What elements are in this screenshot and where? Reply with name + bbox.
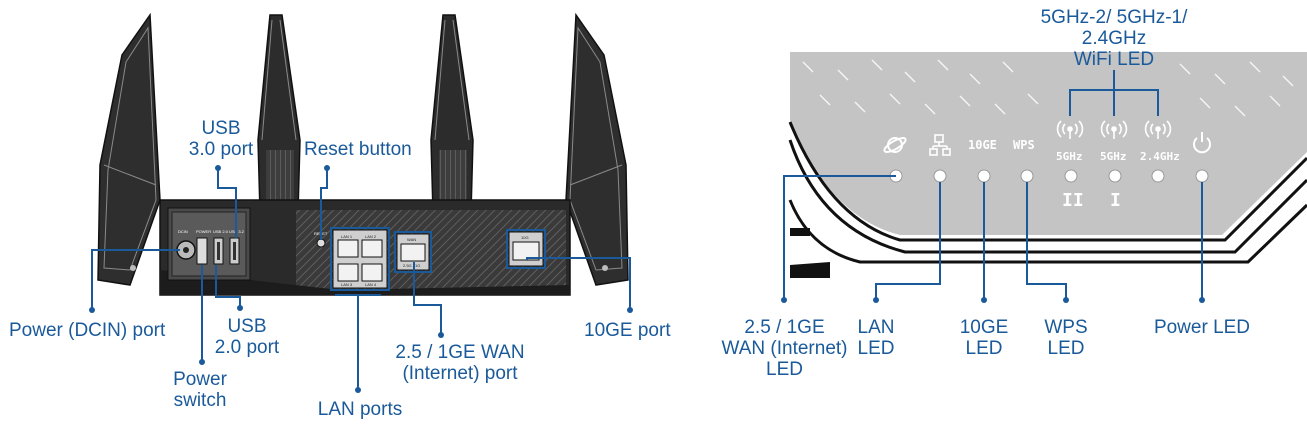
power-switch-shape	[196, 237, 208, 265]
panel-text-lan3: LAN 3	[341, 282, 353, 287]
led-callout-lines	[783, 70, 1203, 300]
panel-text-usb20: USB 2.0	[213, 229, 229, 234]
antenna-left-outer	[97, 12, 161, 286]
label-power-switch: Power switch	[173, 369, 227, 411]
panel-text-power: POWER	[196, 229, 211, 234]
led-panel-view: 10GE WPS 5GHz 5GHz 2.4GHz II I	[781, 52, 1307, 303]
label-wifi-led: 5GHz-2/ 5GHz-1/ 2.4GHz WiFi LED	[1040, 7, 1188, 70]
label-reset-button: Reset button	[304, 139, 412, 160]
led-text-5g1: 5GHz	[1100, 150, 1127, 163]
lan-port-2	[361, 239, 383, 258]
led-dots	[889, 169, 1209, 183]
led-text-24g: 2.4GHz	[1140, 150, 1180, 163]
led-text-wps: WPS	[1013, 138, 1035, 152]
led-lan	[933, 169, 947, 183]
panel-ports	[176, 229, 544, 289]
reset-button-shape	[316, 238, 326, 248]
label-lan-ports: LAN ports	[317, 399, 403, 420]
router-callout-lines	[91, 168, 631, 390]
panel-text-lan4: LAN 4	[365, 282, 377, 287]
led-power	[1195, 169, 1209, 183]
led-10ge	[977, 169, 991, 183]
panel-text-dcin: DCIN	[178, 229, 188, 234]
panel-text-wan-speed: 2.5G / 1G	[403, 263, 420, 268]
label-usb20-port: USB 2.0 port	[214, 316, 280, 358]
led-text-10ge: 10GE	[968, 138, 997, 152]
wifi-icon-5g2	[1056, 120, 1084, 139]
led-panel-surface	[790, 52, 1307, 235]
label-10ge-led: 10GE LED	[959, 317, 1009, 359]
panel-text-lan2: LAN 2	[365, 234, 377, 239]
led-24g	[1151, 169, 1165, 183]
lan-port-3	[337, 263, 359, 282]
antenna-right-outer	[565, 12, 629, 286]
led-text-roman2: II	[1062, 190, 1084, 211]
globe-icon	[883, 137, 907, 153]
wan-highlight	[394, 231, 432, 273]
router-back-view: DCIN POWER USB 2.0 USB 3.2 RESET LAN 1 L…	[89, 12, 633, 393]
lan-port-4	[361, 263, 383, 282]
label-wan-led: 2.5 / 1GE WAN (Internet) LED	[721, 317, 848, 380]
label-usb30-port: USB 3.0 port	[188, 118, 254, 160]
led-icons	[883, 120, 1211, 156]
power-icon	[1193, 132, 1211, 154]
panel-text-wan: WAN	[407, 237, 416, 242]
label-power-led: Power LED	[1153, 317, 1251, 338]
wifi-icon-5g1	[1100, 120, 1128, 139]
led-text-5g2: 5GHz	[1056, 150, 1083, 163]
label-wps-led: WPS LED	[1044, 317, 1088, 359]
label-lan-led: LAN LED	[857, 317, 895, 359]
led-5g2	[1064, 169, 1078, 183]
lan-port-1	[337, 239, 359, 258]
wifi-icon-24g	[1144, 120, 1172, 139]
label-wan-port: 2.5 / 1GE WAN (Internet) port	[395, 342, 525, 384]
panel-text-lan1: LAN 1	[341, 234, 353, 239]
lan-highlight	[330, 227, 390, 291]
led-text-roman1: I	[1110, 190, 1121, 211]
label-10ge-port: 10GE port	[584, 320, 671, 341]
led-5g1	[1108, 169, 1122, 183]
led-wps	[1020, 169, 1034, 183]
panel-text-10g: 10G	[521, 235, 529, 240]
wan-port-shape	[400, 243, 426, 262]
label-power-dcin-port: Power (DCIN) port	[9, 320, 166, 341]
ge10-highlight	[506, 229, 546, 269]
network-icon	[929, 134, 951, 156]
